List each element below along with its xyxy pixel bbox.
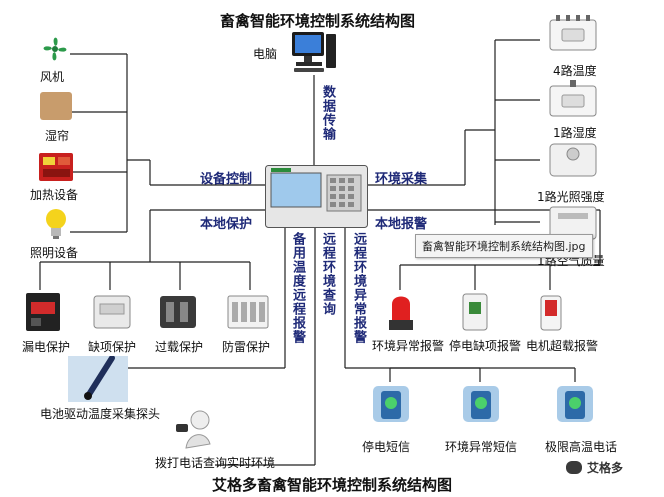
fan-icon	[40, 34, 70, 64]
alarm-label: 电机超载报警	[526, 339, 599, 353]
left-device-label: 风机	[40, 70, 65, 84]
computer-label: 电脑	[253, 47, 278, 61]
diagram-caption: 艾格多畜禽智能环境控制系统结构图	[211, 476, 452, 494]
device-control-label: 设备控制	[200, 172, 253, 187]
wechat-icon	[566, 461, 582, 474]
left-device-label: 湿帘	[45, 129, 70, 143]
protection-label: 过载保护	[155, 340, 204, 354]
brand-watermark: 艾格多	[566, 459, 623, 476]
breaker-icon	[25, 292, 61, 332]
data-transfer-label: 数据传输	[320, 85, 335, 141]
right-sensor-label: 1路光照强度	[537, 190, 605, 204]
sms-phone-icon	[462, 385, 500, 423]
alarm-light-icon	[537, 292, 565, 332]
local-alarm-label: 本地报警	[375, 217, 428, 232]
probe-label: 电池驱动温度采集探头	[40, 407, 161, 421]
alarm-light-icon	[460, 292, 490, 332]
protection-label: 防雷保护	[222, 340, 271, 354]
local-protect-label: 本地保护	[200, 217, 253, 232]
person-phone-icon	[170, 410, 214, 450]
alarm-light-icon	[388, 292, 414, 332]
brand-name: 艾格多	[587, 461, 624, 475]
remote-query-label: 远程环境查询	[320, 232, 335, 316]
right-sensor-label: 4路温度	[553, 64, 597, 78]
sensor-box-icon	[548, 80, 598, 118]
sms-phone-icon	[372, 385, 410, 423]
wet-curtain-icon	[40, 92, 72, 120]
left-device-label: 加热设备	[30, 188, 79, 202]
message-label: 极限高温电话	[545, 440, 618, 454]
left-device-label: 照明设备	[30, 246, 79, 260]
desktop-computer-icon	[290, 30, 338, 74]
image-tooltip: 畜禽智能环境控制系统结构图.jpg	[415, 234, 593, 258]
protection-label: 缺项保护	[88, 340, 137, 354]
message-label: 停电短信	[362, 440, 411, 454]
right-sensor-label: 1路湿度	[553, 126, 597, 140]
breaker-icon	[92, 292, 132, 332]
temperature-probe-icon	[68, 355, 128, 402]
sensor-box-icon	[548, 140, 598, 178]
backup-alarm-label: 备用温度远程报警	[290, 232, 305, 344]
diagram-title: 畜禽智能环境控制系统结构图	[220, 12, 416, 30]
heater-icon	[38, 152, 74, 182]
message-label: 环境异常短信	[445, 440, 518, 454]
remote-alarm-label: 远程环境异常报警	[351, 232, 366, 344]
protection-label: 漏电保护	[22, 340, 71, 354]
breaker-icon	[226, 292, 270, 332]
sensor-box-icon	[548, 14, 598, 52]
light-bulb-icon	[44, 208, 68, 240]
alarm-label: 环境异常报警	[372, 339, 445, 353]
controller-panel-icon	[265, 165, 368, 228]
alarm-label: 停电缺项报警	[449, 339, 522, 353]
env-collect-label: 环境采集	[375, 172, 428, 187]
breaker-icon	[158, 292, 198, 332]
sms-phone-icon	[556, 385, 594, 423]
phone-label: 拨打电话查询实时环境	[155, 456, 276, 470]
